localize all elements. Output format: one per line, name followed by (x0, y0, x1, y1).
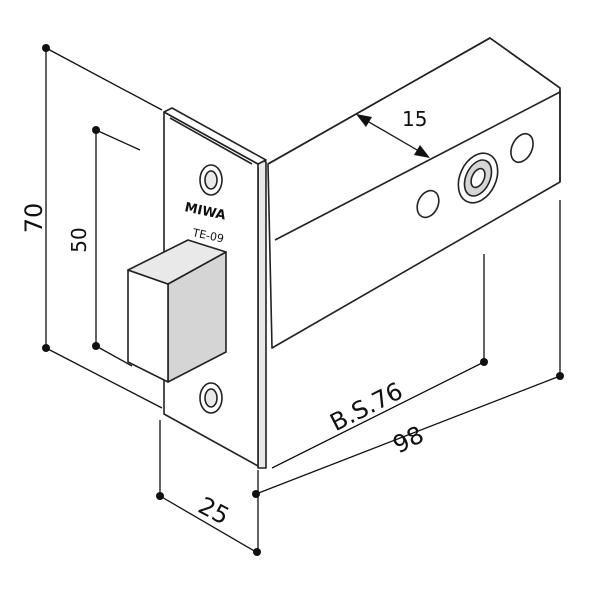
latch-bolt (127, 239, 227, 383)
dim-height-inner: 50 (67, 227, 91, 252)
dim-backset: B.S.76 (325, 377, 407, 437)
face-screw-bottom (199, 382, 223, 414)
dim-height-total: 70 (20, 203, 48, 234)
lock-body-top-inner-edge (274, 91, 561, 241)
lock-body-top-edge (267, 37, 561, 165)
lock-body-outline (267, 37, 561, 349)
lock-body (267, 37, 561, 349)
latch-bolt-front (127, 269, 169, 383)
dim-thickness: 15 (402, 107, 427, 131)
face-screw-top (199, 164, 223, 196)
screw-hole-left (416, 189, 440, 219)
dim-length: 98 (388, 420, 428, 459)
face-plate-top (163, 107, 267, 165)
latch-bolt-top (127, 239, 227, 285)
face-plate-inner-top (169, 117, 253, 165)
screw-hole-right (510, 132, 534, 164)
dimension-lines (42, 44, 564, 556)
dim-face-width: 25 (194, 491, 234, 530)
spindle-hole (457, 152, 499, 204)
